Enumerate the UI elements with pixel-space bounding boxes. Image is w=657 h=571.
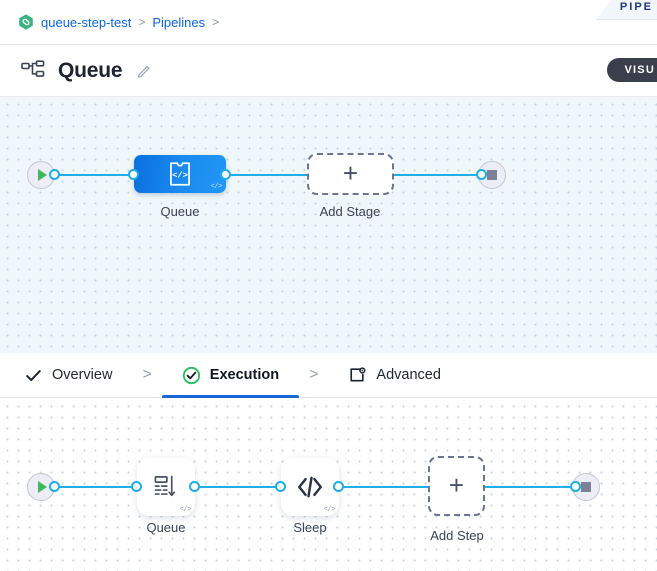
tab-advanced[interactable]: Advanced (346, 353, 443, 398)
hexagon-link-icon (17, 13, 35, 31)
stage-canvas[interactable]: </> </> Queue + Add Stage (0, 97, 657, 353)
end-node[interactable] (572, 473, 600, 501)
breadcrumb-item-pipelines[interactable]: Pipelines (152, 14, 206, 30)
check-circle-green-icon (182, 366, 201, 385)
add-stage-label: Add Stage (319, 204, 381, 219)
stop-square-icon (487, 170, 497, 180)
breadcrumb: queue-step-test > Pipelines > (17, 13, 220, 31)
step-node-label-sleep: Sleep (293, 520, 327, 535)
edge-queue-to-addstage (226, 174, 311, 176)
page-title: Queue (58, 58, 123, 82)
step-node-queue[interactable]: </> (137, 458, 195, 516)
detail-tabs[interactable]: Overview > Execution > Advanced (0, 353, 657, 398)
breadcrumb-separator: > (212, 15, 220, 29)
code-block-icon: </> (170, 162, 190, 186)
add-step-label: Add Step (430, 528, 484, 543)
code-angle-icon (298, 476, 322, 498)
pipeline-ribbon-banner: PIPE (595, 0, 657, 20)
port-queue-step-in[interactable] (131, 481, 142, 492)
plus-icon: + (448, 469, 465, 500)
page-header: Queue (0, 45, 657, 97)
play-icon (38, 169, 47, 181)
visual-mode-button[interactable]: VISU (606, 58, 657, 82)
edge-addstage-to-end (390, 174, 483, 176)
pipeline-hierarchy-icon (20, 58, 46, 84)
tab-overview-label: Overview (52, 367, 113, 383)
step-canvas[interactable]: </> Queue </> Sleep + Add Step (0, 398, 657, 571)
check-icon (24, 366, 43, 385)
edge-start-to-queue (52, 174, 142, 176)
tab-separator-icon: > (142, 366, 152, 383)
tab-separator-icon: > (309, 366, 319, 383)
svg-text:</>: </> (172, 171, 188, 181)
port-start-out[interactable] (49, 169, 60, 180)
code-badge-icon: </> (179, 506, 192, 514)
tab-execution-label: Execution (209, 367, 280, 383)
add-step-button[interactable]: + (428, 456, 485, 516)
edge-queue-to-sleep (192, 486, 284, 488)
tab-overview[interactable]: Overview (22, 353, 114, 398)
port-queue-step-out[interactable] (189, 481, 200, 492)
tab-execution[interactable]: Execution (161, 353, 300, 398)
edge-sleep-to-addstep (336, 486, 432, 488)
add-stage-button[interactable]: + (307, 153, 394, 195)
box-gear-icon (348, 366, 367, 385)
pencil-edit-icon[interactable] (136, 62, 153, 79)
port-end-in[interactable] (570, 481, 581, 492)
port-queue-out[interactable] (220, 169, 231, 180)
step-node-sleep[interactable]: </> (281, 458, 339, 516)
breadcrumb-bar: queue-step-test > Pipelines > (0, 0, 657, 45)
breadcrumb-separator: > (138, 15, 146, 29)
code-badge-icon: </> (323, 506, 336, 514)
plus-icon: + (342, 157, 359, 188)
stage-node-queue[interactable]: </> </> (134, 155, 226, 193)
port-sleep-out[interactable] (333, 481, 344, 492)
code-badge-icon: </> (210, 183, 223, 191)
port-sleep-in[interactable] (275, 481, 286, 492)
port-queue-in[interactable] (128, 169, 139, 180)
edge-start-to-queue-step (52, 486, 142, 488)
stop-square-icon (581, 482, 591, 492)
port-start-out[interactable] (49, 481, 60, 492)
port-end-in[interactable] (476, 169, 487, 180)
queue-stack-icon (154, 475, 176, 497)
tab-advanced-label: Advanced (376, 367, 441, 383)
step-node-label-queue: Queue (146, 520, 186, 535)
stage-node-label-queue: Queue (160, 204, 200, 219)
edge-addstep-to-end (481, 486, 577, 488)
play-icon (38, 481, 47, 493)
breadcrumb-item-project[interactable]: queue-step-test (41, 14, 132, 30)
